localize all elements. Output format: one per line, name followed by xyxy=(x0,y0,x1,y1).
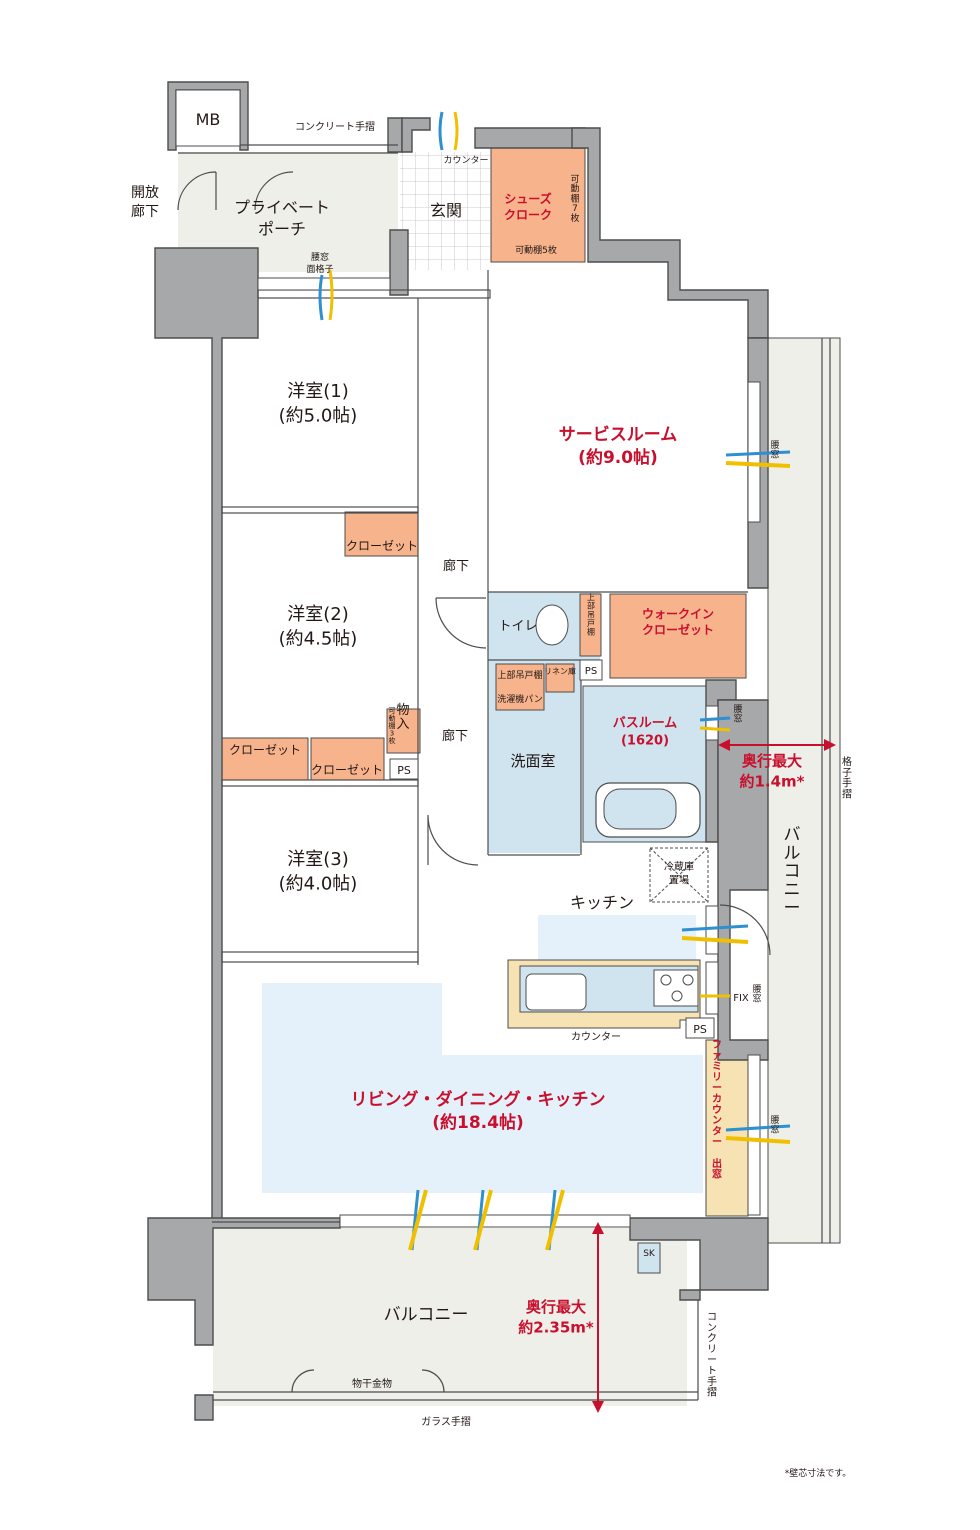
linen-label: リネン庫 xyxy=(544,666,576,676)
ventilation-icons xyxy=(318,111,791,1251)
washroom-label: 洗面室 xyxy=(510,752,555,770)
burner-icon xyxy=(660,974,672,986)
grille-label: 腰窓面格子 xyxy=(306,251,333,275)
footnote: *壁芯寸法です。 xyxy=(785,1467,852,1479)
closet1-area xyxy=(344,511,419,557)
kitchen-floor xyxy=(538,915,696,961)
waist-win-label-service: 腰窓 xyxy=(770,440,779,461)
ps-box xyxy=(389,758,419,780)
entrance-label: 玄関 xyxy=(430,201,462,220)
depth1-label: 奥行最大約1.4m* xyxy=(739,752,804,790)
hanger-label: 物干金物 xyxy=(352,1377,392,1390)
mb-label: MB xyxy=(196,110,221,129)
waist-win-label-kitchen: 腰窓 xyxy=(752,984,761,1005)
toilet-label: トイレ xyxy=(498,619,537,634)
balcony-right-label: バルコニー xyxy=(784,825,801,918)
closet1-label: クローゼット xyxy=(346,539,418,553)
closet3-label: クローゼット xyxy=(311,763,383,777)
shelf5-label: 可動棚5枚 xyxy=(515,244,557,256)
porch-label: プライベートポーチ xyxy=(234,198,330,239)
balcony-bottom-area xyxy=(213,1228,687,1406)
counter-entrance-label: カウンター xyxy=(443,155,488,166)
walkin-area xyxy=(609,593,747,679)
storage-label: 物入 xyxy=(396,703,409,732)
closet2-label: クローゼット xyxy=(229,743,301,757)
ps3-label: PS xyxy=(693,1023,707,1036)
upper-shelf-label: 上部吊戸棚 xyxy=(587,593,595,637)
ps1-label: PS xyxy=(585,666,597,677)
kitchen-label: キッチン xyxy=(570,893,634,912)
bathroom-label: バスルーム(1620) xyxy=(613,716,678,749)
mb-box xyxy=(175,89,241,147)
partitions xyxy=(177,144,831,1401)
walkin-label: ウォークインクローゼット xyxy=(642,607,714,637)
balcony-right-area xyxy=(767,337,841,1244)
open-corridor-label: 開放廊下 xyxy=(131,185,159,220)
room2-label: 洋室(2)(約4.5帖) xyxy=(279,604,358,649)
glass-rail-label: ガラス手摺 xyxy=(421,1415,471,1428)
entrance-floor xyxy=(400,152,490,270)
fridge-space xyxy=(649,847,709,903)
toilet-bowl xyxy=(535,604,569,646)
waist-win-label-bath: 腰窓 xyxy=(733,704,742,725)
washer-pan-label: 洗濯機パン xyxy=(497,693,542,705)
fridge-label: 冷蔵庫置場 xyxy=(664,860,694,887)
burner-icon xyxy=(682,974,694,986)
upper-cab-area xyxy=(495,663,545,711)
ldk-label: リビング・ダイニング・キッチン(約18.4帖) xyxy=(351,1089,606,1133)
family-counter-label: ファミリーカウンター 出窓 xyxy=(712,1039,722,1181)
depth2-label: 奥行最大約2.35m* xyxy=(518,1298,594,1336)
fix-label: FIX xyxy=(733,993,749,1004)
ps-box xyxy=(685,1017,715,1039)
ldk-floor xyxy=(262,983,703,1193)
service-room-label: サービスルーム(約9.0帖) xyxy=(559,425,678,468)
burner-icon xyxy=(671,990,683,1002)
ps-box xyxy=(579,659,603,681)
waist-win-label-ldk: 腰窓 xyxy=(770,1115,779,1136)
room1-label: 洋室(1)(約5.0帖) xyxy=(279,381,358,426)
balcony-bottom-label: バルコニー xyxy=(384,1305,469,1325)
label-layer: MB コンクリート手摺 開放廊下 プライベートポーチ 腰窓面格子 カウンター 玄… xyxy=(131,110,852,1479)
fridge-cross xyxy=(649,847,709,903)
hallway1-label: 廊下 xyxy=(443,558,469,574)
room3-label: 洋室(3)(約4.0帖) xyxy=(279,849,358,894)
kitchen-sink xyxy=(525,973,587,1011)
storage-area xyxy=(386,708,421,754)
lattice-rail-label: 格子手摺 xyxy=(842,755,852,800)
bathtub-basin xyxy=(603,788,677,830)
toilet-shelf-area xyxy=(579,593,602,657)
sk-label: SK xyxy=(643,1249,656,1259)
linen-area xyxy=(545,663,575,693)
counter-kitchen-label: カウンター xyxy=(571,1031,621,1043)
walls xyxy=(147,81,769,1421)
sk-box xyxy=(637,1242,661,1274)
concrete-rail-label: コンクリート手摺 xyxy=(295,120,375,133)
hallway2-label: 廊下 xyxy=(442,728,468,744)
ps2-label: PS xyxy=(397,764,411,777)
concrete-rail-side-label: コンクリート手摺 xyxy=(707,1312,717,1399)
shoes-cloak-label: シューズクローク xyxy=(504,191,552,222)
upper-cab-label: 上部吊戸棚 xyxy=(497,669,542,681)
